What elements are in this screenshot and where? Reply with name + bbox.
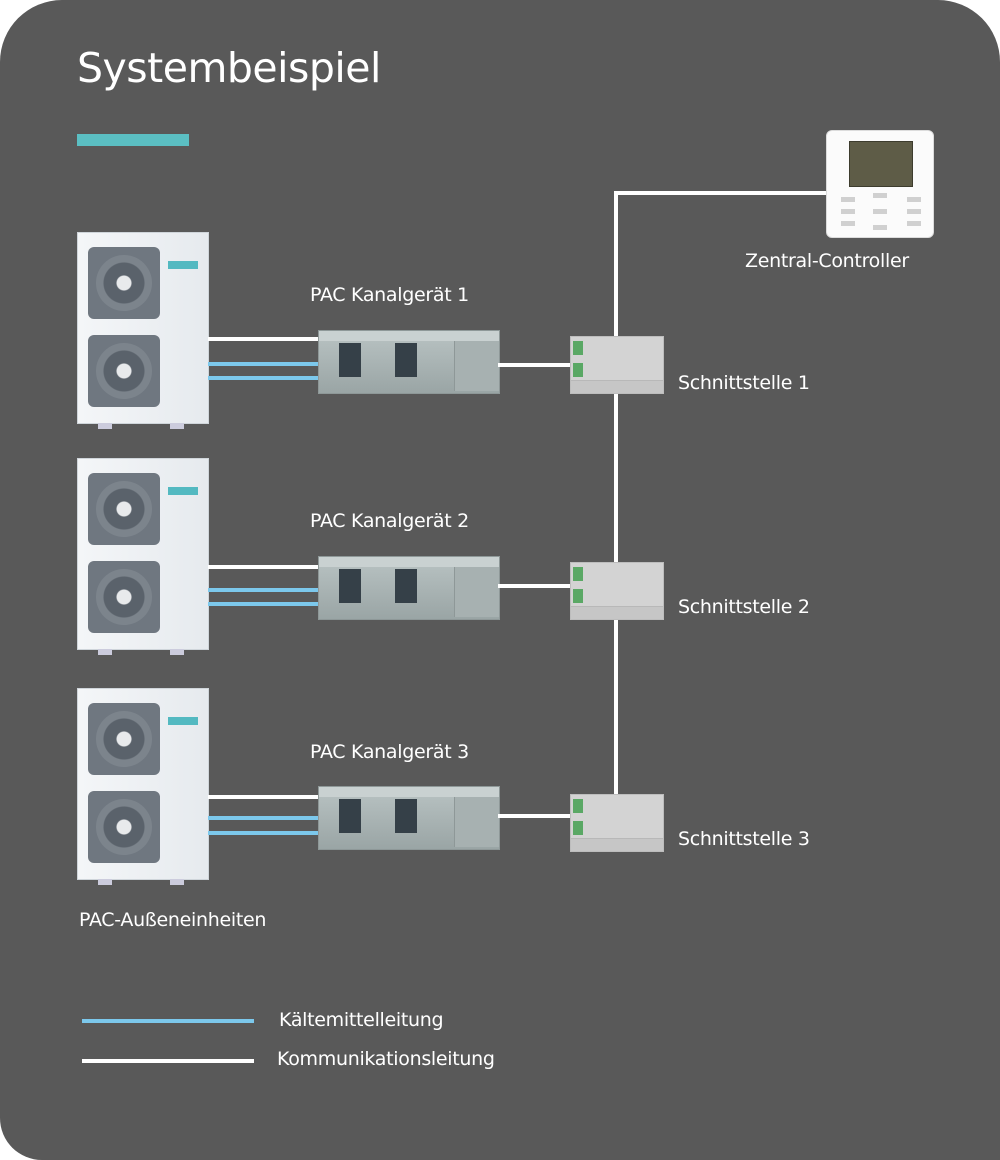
central-controller-icon [826,130,934,238]
duct-top [319,557,499,567]
controller-button [841,197,855,202]
legend-refrigerant-swatch [82,1019,254,1023]
refrigerant-line [208,588,318,592]
outdoor-units-label: PAC-Außeneinheiten [79,909,267,931]
duct-vent [339,343,361,377]
duct-vent [339,799,361,833]
unit-foot [98,649,112,655]
refrigerant-line [208,831,318,835]
controller-button [841,209,855,214]
duct-vent [339,569,361,603]
communication-line [498,584,570,588]
duct-unit-label: PAC Kanalgerät 3 [310,741,469,763]
brand-logo [168,717,198,725]
duct-control-box [454,567,499,617]
controller-button [873,193,887,198]
refrigerant-line [208,816,318,820]
duct-control-box [454,797,499,847]
terminal-block [573,341,583,355]
communication-line [208,337,318,341]
legend-refrigerant-label: Kältemittelleitung [279,1009,444,1031]
controller-button [873,209,887,214]
controller-button [907,221,921,226]
terminal-block [573,363,583,377]
fan-icon [88,791,160,863]
communication-line [208,795,318,799]
duct-vent [395,569,417,603]
brand-logo [168,261,198,269]
central-controller-label: Zentral-Controller [745,250,909,272]
diagram-title: Systembeispiel [77,44,381,92]
unit-foot [98,423,112,429]
duct-unit-label: PAC Kanalgerät 1 [310,284,469,306]
duct-vent [395,799,417,833]
brand-logo [168,487,198,495]
module-base [571,380,663,393]
module-base [571,606,663,619]
terminal-block [573,567,583,581]
communication-bus-vertical [614,191,618,801]
fan-icon [88,561,160,633]
unit-foot [98,879,112,885]
duct-vent [395,343,417,377]
legend-communication-swatch [82,1059,254,1063]
controller-button [907,197,921,202]
communication-line [208,565,318,569]
controller-horizontal-line [614,191,826,195]
outdoor-unit-icon [77,232,209,429]
outdoor-unit-icon [77,458,209,655]
terminal-block [573,821,583,835]
duct-unit-icon [318,556,500,620]
fan-icon [88,473,160,545]
duct-unit-icon [318,330,500,394]
refrigerant-line [208,362,318,366]
controller-button [873,225,887,230]
module-base [571,838,663,851]
interface-module-icon [570,562,664,620]
duct-top [319,787,499,797]
fan-icon [88,335,160,407]
controller-screen [849,141,913,187]
refrigerant-line [208,602,318,606]
title-accent-bar [77,134,189,146]
controller-button [841,221,855,226]
duct-unit-label: PAC Kanalgerät 2 [310,510,469,532]
terminal-block [573,589,583,603]
communication-line [498,363,570,367]
controller-button [907,209,921,214]
interface-label: Schnittstelle 2 [678,596,810,618]
unit-foot [170,649,184,655]
legend-communication-label: Kommunikationsleitung [277,1048,495,1070]
interface-label: Schnittstelle 1 [678,372,810,394]
interface-module-icon [570,336,664,394]
interface-module-icon [570,794,664,852]
duct-control-box [454,341,499,391]
unit-foot [170,423,184,429]
unit-foot [170,879,184,885]
terminal-block [573,799,583,813]
duct-unit-icon [318,786,500,850]
interface-label: Schnittstelle 3 [678,828,810,850]
fan-icon [88,247,160,319]
refrigerant-line [208,376,318,380]
fan-icon [88,703,160,775]
communication-line [498,814,570,818]
outdoor-unit-icon [77,688,209,885]
duct-top [319,331,499,341]
